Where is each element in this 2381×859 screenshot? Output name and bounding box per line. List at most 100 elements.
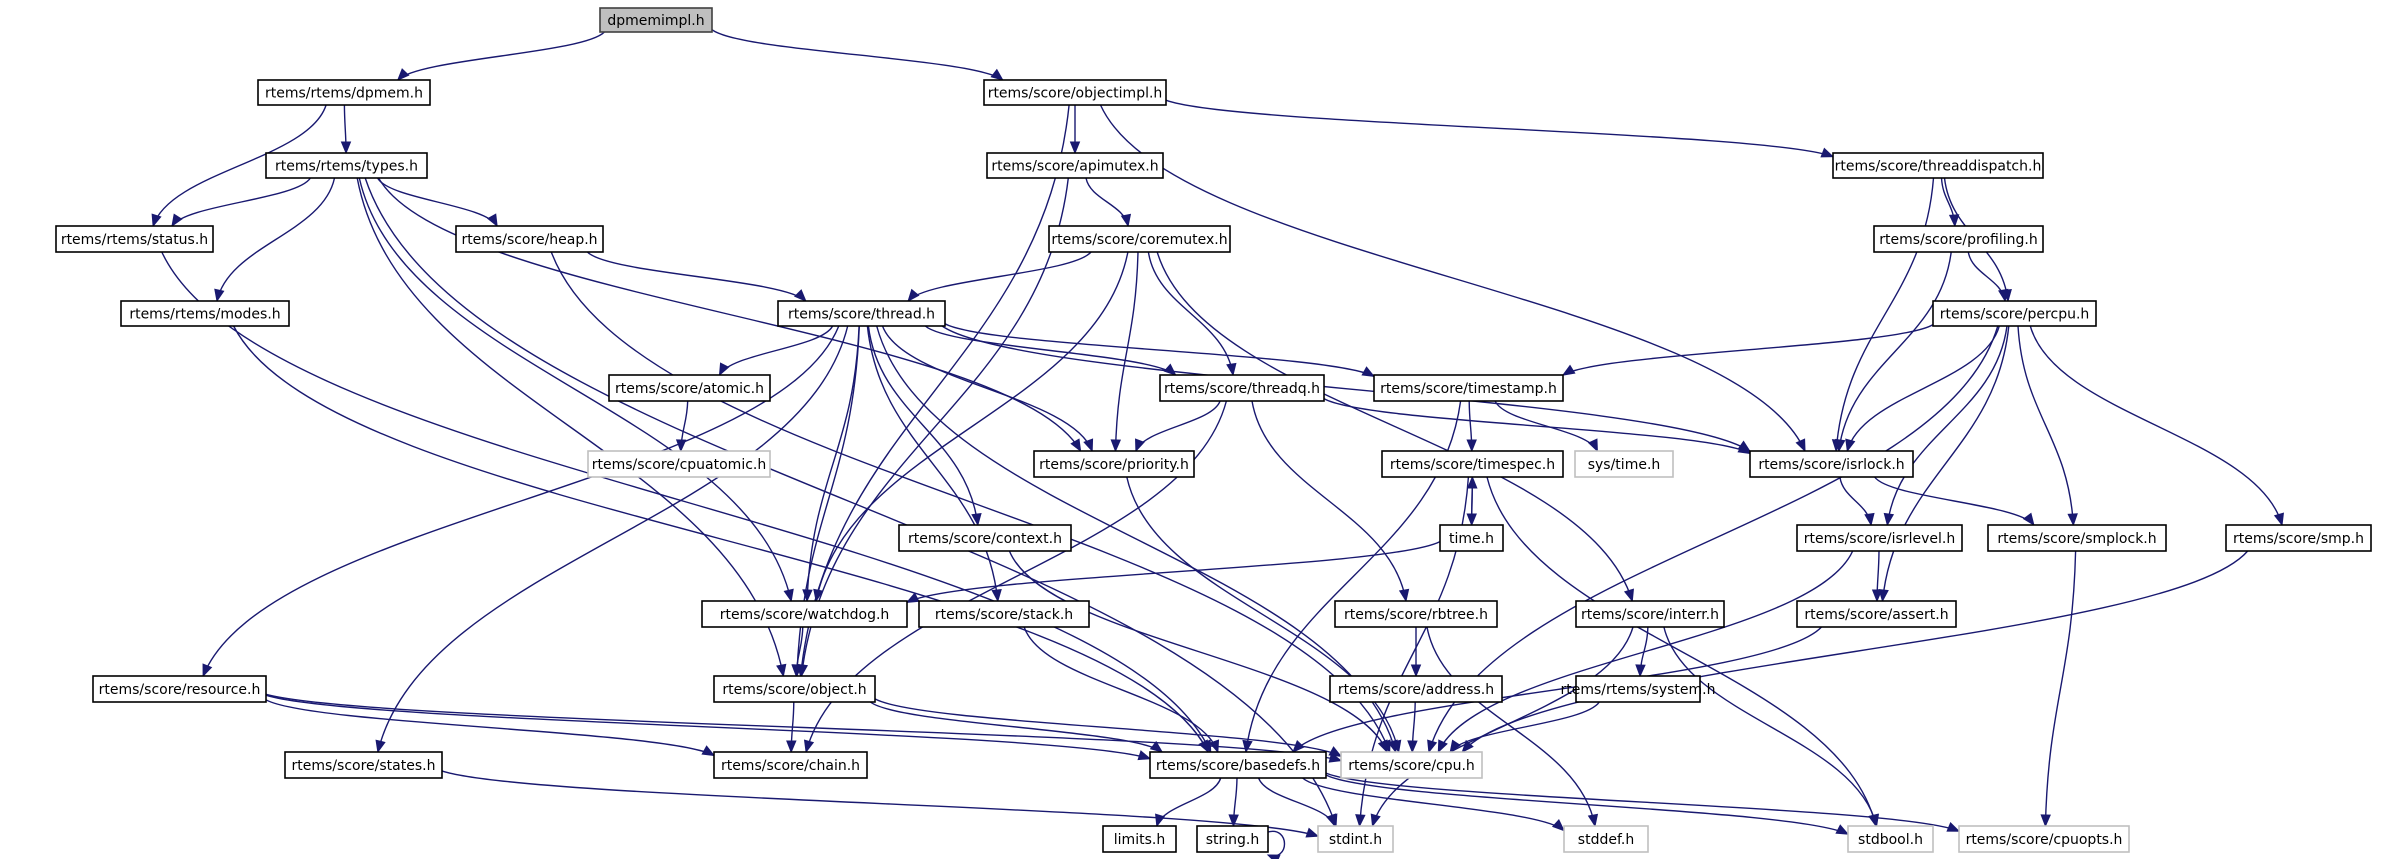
node-box[interactable] <box>608 374 771 402</box>
graph-node-priority[interactable]: rtems/score/priority.h <box>1033 450 1195 478</box>
node-box[interactable] <box>1373 374 1564 402</box>
edge-isrlevel-to-cpu <box>1437 550 1854 754</box>
graph-node-smp[interactable]: rtems/score/smp.h <box>2225 524 2372 552</box>
graph-node-profiling[interactable]: rtems/score/profiling.h <box>1873 225 2044 253</box>
node-box[interactable] <box>983 79 1167 106</box>
graph-node-interr[interactable]: rtems/score/interr.h <box>1575 600 1725 628</box>
graph-node-stdbool[interactable]: stdbool.h <box>1847 825 1934 853</box>
arrowhead-icon <box>2022 512 2035 527</box>
graph-node-threadq[interactable]: rtems/score/threadq.h <box>1159 374 1325 402</box>
node-box[interactable] <box>1873 225 2044 253</box>
node-label: rtems/score/heap.h <box>461 232 597 248</box>
node-box[interactable] <box>1340 751 1483 779</box>
node-box[interactable] <box>918 600 1090 628</box>
graph-node-types[interactable]: rtems/rtems/types.h <box>265 152 428 179</box>
node-box[interactable] <box>2225 524 2372 552</box>
node-box[interactable] <box>986 152 1164 179</box>
node-box[interactable] <box>713 751 868 779</box>
node-box[interactable] <box>1317 825 1394 853</box>
graph-node-systime[interactable]: sys/time.h <box>1574 450 1674 478</box>
graph-node-threaddispatch[interactable]: rtems/score/threaddispatch.h <box>1832 152 2044 179</box>
node-box[interactable] <box>1958 825 2130 853</box>
graph-node-timespec[interactable]: rtems/score/timespec.h <box>1381 450 1564 478</box>
graph-node-percpu[interactable]: rtems/score/percpu.h <box>1932 300 2097 327</box>
node-box[interactable] <box>1329 675 1503 703</box>
graph-node-modes[interactable]: rtems/rtems/modes.h <box>120 300 290 327</box>
node-box[interactable] <box>1932 300 2097 327</box>
graph-node-apimutex[interactable]: rtems/score/apimutex.h <box>986 152 1164 179</box>
graph-node-objectimpl[interactable]: rtems/score/objectimpl.h <box>983 79 1167 106</box>
arrowhead-icon <box>1305 827 1320 838</box>
node-box[interactable] <box>701 600 908 628</box>
node-box[interactable] <box>1574 450 1674 478</box>
node-box[interactable] <box>713 675 876 703</box>
graph-node-address[interactable]: rtems/score/address.h <box>1329 675 1503 703</box>
graph-node-limits[interactable]: limits.h <box>1102 825 1177 853</box>
node-box[interactable] <box>1381 450 1564 478</box>
graph-node-states[interactable]: rtems/score/states.h <box>284 751 443 779</box>
node-box[interactable] <box>1832 152 2044 179</box>
node-box[interactable] <box>599 7 713 33</box>
graph-node-basedefs[interactable]: rtems/score/basedefs.h <box>1149 751 1327 779</box>
node-box[interactable] <box>1159 374 1325 402</box>
node-box[interactable] <box>1196 825 1269 853</box>
node-box[interactable] <box>1847 825 1934 853</box>
node-box[interactable] <box>1033 450 1195 478</box>
node-box[interactable] <box>265 152 428 179</box>
edge-rbtree-to-stddef <box>1426 626 1599 828</box>
graph-node-cpu[interactable]: rtems/score/cpu.h <box>1340 751 1483 779</box>
graph-node-stddef[interactable]: stddef.h <box>1563 825 1649 853</box>
graph-node-thread[interactable]: rtems/score/thread.h <box>777 300 946 327</box>
graph-node-timestamp[interactable]: rtems/score/timestamp.h <box>1373 374 1564 402</box>
graph-node-chain[interactable]: rtems/score/chain.h <box>713 751 868 779</box>
node-box[interactable] <box>1575 600 1725 628</box>
node-box[interactable] <box>1575 675 1701 703</box>
node-box[interactable] <box>1749 450 1914 478</box>
graph-node-cpuatomic[interactable]: rtems/score/cpuatomic.h <box>587 450 771 478</box>
node-box[interactable] <box>1439 524 1504 552</box>
node-box[interactable] <box>1048 225 1231 253</box>
node-box[interactable] <box>120 300 290 327</box>
graph-node-stack[interactable]: rtems/score/stack.h <box>918 600 1090 628</box>
graph-node-atomic[interactable]: rtems/score/atomic.h <box>608 374 771 402</box>
edge-line <box>1835 177 1935 452</box>
node-box[interactable] <box>1149 751 1327 779</box>
edge-line <box>1874 476 2035 526</box>
edge-heap-to-thread <box>586 251 807 302</box>
graph-node-isrlevel[interactable]: rtems/score/isrlevel.h <box>1796 524 1963 552</box>
graph-node-heap[interactable]: rtems/score/heap.h <box>455 225 604 253</box>
arrowhead-icon <box>2273 512 2284 527</box>
graph-node-watchdog[interactable]: rtems/score/watchdog.h <box>701 600 908 628</box>
graph-node-smplock[interactable]: rtems/score/smplock.h <box>1987 524 2167 552</box>
graph-node-coremutex[interactable]: rtems/score/coremutex.h <box>1048 225 1231 253</box>
edge-states-to-stdint <box>441 770 1320 838</box>
node-box[interactable] <box>1563 825 1649 853</box>
node-box[interactable] <box>1796 600 1957 628</box>
node-box[interactable] <box>284 751 443 779</box>
graph-node-string[interactable]: string.h <box>1196 825 1269 853</box>
graph-node-dpmem[interactable]: rtems/rtems/dpmem.h <box>257 79 431 106</box>
graph-node-context[interactable]: rtems/score/context.h <box>898 524 1072 552</box>
node-box[interactable] <box>257 79 431 106</box>
node-box[interactable] <box>898 524 1072 552</box>
graph-node-resource[interactable]: rtems/score/resource.h <box>92 675 267 703</box>
graph-node-isrlock[interactable]: rtems/score/isrlock.h <box>1749 450 1914 478</box>
node-box[interactable] <box>1102 825 1177 853</box>
node-box[interactable] <box>587 450 771 478</box>
node-box[interactable] <box>455 225 604 253</box>
node-box[interactable] <box>55 225 214 253</box>
graph-node-status[interactable]: rtems/rtems/status.h <box>55 225 214 253</box>
node-box[interactable] <box>92 675 267 703</box>
node-box[interactable] <box>1796 524 1963 552</box>
node-box[interactable] <box>777 300 946 327</box>
node-box[interactable] <box>1987 524 2167 552</box>
graph-node-time[interactable]: time.h <box>1439 524 1504 552</box>
graph-node-assert[interactable]: rtems/score/assert.h <box>1796 600 1957 628</box>
graph-node-cpuopts[interactable]: rtems/score/cpuopts.h <box>1958 825 2130 853</box>
node-box[interactable] <box>1334 600 1498 628</box>
graph-node-rbtree[interactable]: rtems/score/rbtree.h <box>1334 600 1498 628</box>
graph-node-system[interactable]: rtems/rtems/system.h <box>1561 675 1716 703</box>
graph-node-stdint[interactable]: stdint.h <box>1317 825 1394 853</box>
graph-node-dpmemimpl[interactable]: dpmemimpl.h <box>599 7 713 33</box>
graph-node-object[interactable]: rtems/score/object.h <box>713 675 876 703</box>
